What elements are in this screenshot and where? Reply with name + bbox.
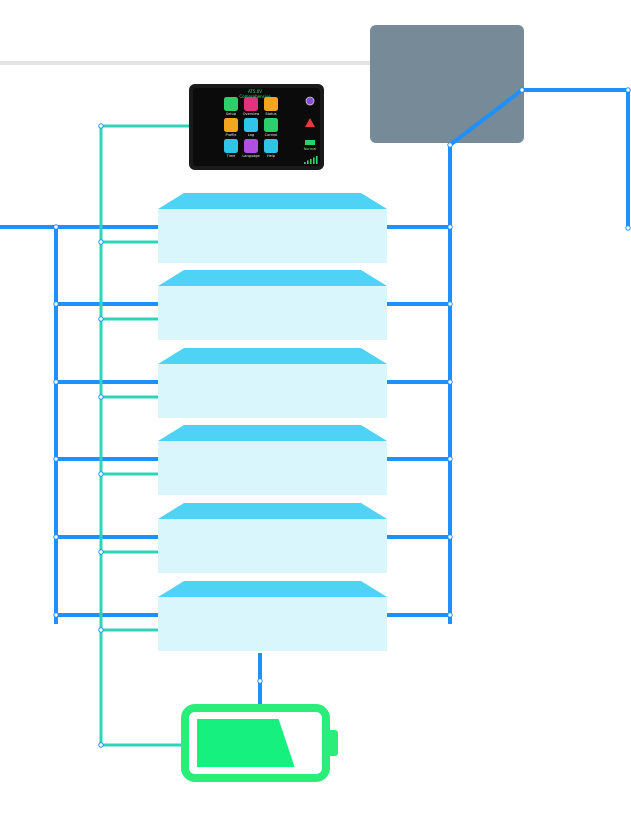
controller-app-label: Language bbox=[242, 154, 259, 158]
play-icon[interactable] bbox=[244, 97, 258, 111]
controller-header-2: Comprehensive bbox=[239, 94, 271, 99]
signal-trunk-line bbox=[99, 124, 190, 747]
junction-dot bbox=[447, 534, 453, 540]
wrench-icon[interactable] bbox=[224, 97, 238, 111]
bus-branches bbox=[56, 225, 450, 617]
module-body bbox=[158, 286, 387, 340]
module-body bbox=[158, 597, 387, 651]
junction-dot bbox=[98, 627, 104, 633]
controller-app-overview[interactable]: Overview bbox=[243, 97, 260, 116]
junction-dot bbox=[447, 301, 453, 307]
module-body bbox=[158, 209, 387, 263]
junction-dot bbox=[53, 456, 59, 462]
module-top-face bbox=[158, 270, 387, 286]
junction-dot bbox=[98, 239, 104, 245]
controller-app-label: Setup bbox=[226, 112, 237, 116]
junction-dot bbox=[447, 612, 453, 618]
clock-icon[interactable] bbox=[224, 139, 238, 153]
junction-dot bbox=[447, 224, 453, 230]
bus-out-line bbox=[448, 88, 630, 228]
junction-dot bbox=[98, 394, 104, 400]
controller-status: Normal bbox=[304, 147, 317, 151]
junction-dot bbox=[53, 379, 59, 385]
profile-icon[interactable] bbox=[224, 118, 238, 132]
junction-dot bbox=[53, 612, 59, 618]
module-4 bbox=[158, 425, 387, 495]
junction-dot bbox=[98, 742, 104, 748]
login-icon[interactable] bbox=[305, 140, 315, 145]
module-2 bbox=[158, 270, 387, 340]
gear-icon[interactable] bbox=[264, 118, 278, 132]
junction-box bbox=[370, 25, 524, 143]
controller-app-profile[interactable]: Profile bbox=[224, 118, 238, 137]
controller-app-label: Time bbox=[226, 154, 236, 158]
battery bbox=[181, 704, 338, 782]
controller-app-label: Log bbox=[248, 133, 254, 137]
wave-icon[interactable] bbox=[264, 97, 278, 111]
language-icon[interactable] bbox=[244, 139, 258, 153]
controller-app-status[interactable]: Status bbox=[264, 97, 278, 116]
junction-dot bbox=[53, 301, 59, 307]
power-bus bbox=[0, 88, 630, 706]
module-top-face bbox=[158, 503, 387, 519]
junction-dots bbox=[53, 87, 631, 748]
module-top-face bbox=[158, 193, 387, 209]
controller-app-label: Overview bbox=[243, 112, 260, 116]
controller-app-help[interactable]: Help bbox=[264, 139, 278, 158]
junction-dot bbox=[625, 87, 631, 93]
log-icon[interactable] bbox=[244, 118, 258, 132]
battery-terminal bbox=[326, 730, 338, 756]
junction-dot bbox=[257, 678, 263, 684]
module-top-face bbox=[158, 348, 387, 364]
junction-dot bbox=[447, 379, 453, 385]
controller-display[interactable]: AT5.0V Comprehensive Setup Overview Status… bbox=[189, 84, 324, 170]
module-3 bbox=[158, 348, 387, 418]
controller-app-language[interactable]: Language bbox=[242, 139, 260, 158]
module-6 bbox=[158, 581, 387, 651]
signal-bars-icon bbox=[304, 156, 318, 164]
junction-dot bbox=[625, 225, 631, 231]
module-body bbox=[158, 441, 387, 495]
module-top-face bbox=[158, 581, 387, 597]
junction-dot bbox=[447, 142, 453, 148]
signal-bus bbox=[99, 124, 190, 747]
battery-charge-level bbox=[197, 719, 295, 767]
module-1 bbox=[158, 193, 387, 263]
controller-app-log[interactable]: Log bbox=[244, 118, 258, 137]
module-5 bbox=[158, 503, 387, 573]
junction-dot bbox=[53, 534, 59, 540]
controller-app-time[interactable]: Time bbox=[224, 139, 238, 158]
junction-dot bbox=[98, 549, 104, 555]
controller-app-label: Help bbox=[267, 154, 276, 158]
junction-dot bbox=[519, 87, 525, 93]
signal-branches bbox=[101, 240, 158, 632]
controller-app-label: Profile bbox=[226, 133, 237, 137]
controller-header-1: AT5.0V bbox=[248, 89, 262, 94]
help-icon[interactable] bbox=[264, 139, 278, 153]
controller-app-control[interactable]: Control bbox=[264, 118, 278, 137]
junction-dot bbox=[53, 224, 59, 230]
warning-icon bbox=[305, 118, 315, 127]
junction-dot bbox=[447, 456, 453, 462]
junction-dot bbox=[98, 471, 104, 477]
controller-app-setup[interactable]: Setup bbox=[224, 97, 238, 116]
junction-dot bbox=[98, 123, 104, 129]
battery-module-stack bbox=[158, 193, 387, 651]
module-top-face bbox=[158, 425, 387, 441]
module-body bbox=[158, 364, 387, 418]
power-icon[interactable] bbox=[305, 96, 315, 106]
controller-app-label: Status bbox=[265, 112, 276, 116]
module-body bbox=[158, 519, 387, 573]
junction-dot bbox=[98, 316, 104, 322]
controller-app-label: Control bbox=[265, 133, 278, 137]
